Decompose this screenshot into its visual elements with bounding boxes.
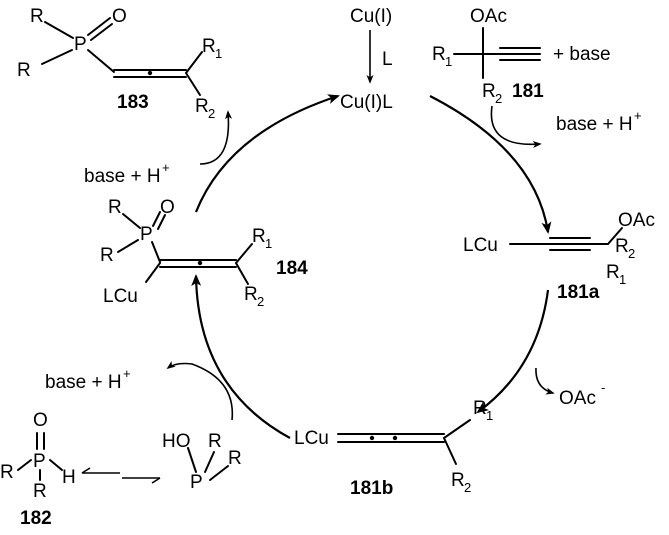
compound-181: OAc R 1 + base R 2 181: [432, 6, 611, 106]
svg-text:2: 2: [495, 91, 502, 106]
svg-text:1: 1: [215, 46, 222, 61]
svg-text:-: -: [601, 380, 605, 395]
svg-text:R: R: [108, 197, 122, 218]
svg-text:LCu: LCu: [103, 286, 138, 307]
svg-text:HO: HO: [162, 431, 191, 452]
svg-text:R: R: [0, 462, 14, 483]
svg-text:O: O: [112, 6, 127, 27]
svg-text:R: R: [228, 448, 242, 469]
plus-base-label: + base: [553, 44, 611, 65]
svg-text:R: R: [451, 470, 465, 491]
svg-text:base + H: base + H: [556, 114, 633, 135]
cycle-arrows: [191, 94, 552, 439]
svg-text:OAc: OAc: [559, 388, 596, 409]
svg-text:1: 1: [486, 408, 493, 423]
ligand-label: L: [382, 49, 393, 70]
svg-text:+: +: [634, 108, 642, 123]
compound-184: R O P R LCu R 1 R 2 184: [100, 197, 308, 309]
compound-183-number: 183: [117, 92, 149, 113]
cu-i-label: Cu(I): [350, 6, 392, 27]
svg-text:P: P: [33, 451, 46, 472]
svg-text:+: +: [162, 160, 170, 175]
compound-181a: LCu OAc R 2 R 1 181a: [463, 210, 655, 303]
oac-label: OAc: [470, 6, 507, 27]
svg-text:O: O: [160, 197, 175, 218]
lcu-label: LCu: [463, 235, 498, 256]
svg-text:R: R: [195, 96, 209, 117]
svg-text:R: R: [244, 284, 258, 305]
svg-text:P: P: [190, 472, 203, 493]
svg-text:R: R: [252, 226, 266, 247]
arc-184-to-cuil: [194, 94, 340, 213]
base-h-top-right: base + H +: [490, 105, 642, 149]
svg-text:R: R: [100, 245, 114, 266]
base-h-lower-left: base + H +: [45, 361, 234, 421]
svg-text:R: R: [432, 44, 446, 65]
compound-181-number: 181: [512, 81, 544, 102]
svg-text:O: O: [33, 410, 48, 431]
compound-184-number: 184: [276, 258, 308, 279]
equilibrium-arrows: [81, 467, 161, 484]
svg-text:base + H: base + H: [84, 166, 161, 187]
cu-i-l-label: Cu(I)L: [340, 92, 393, 113]
compound-181b-number: 181b: [350, 478, 393, 499]
svg-text:2: 2: [628, 246, 635, 261]
compound-183: R O P R R 1 R 2 183: [17, 6, 222, 121]
svg-text:P: P: [140, 224, 153, 245]
oac-leaving: OAc -: [535, 367, 605, 409]
compound-181b: LCu R 1 R 2 181b: [294, 398, 493, 499]
svg-text:2: 2: [257, 294, 264, 309]
svg-text:R: R: [202, 36, 216, 57]
svg-text:R: R: [615, 236, 629, 257]
svg-text:R: R: [208, 431, 222, 452]
svg-text:1: 1: [619, 272, 626, 287]
svg-text:R: R: [473, 398, 487, 419]
arc-cuil-to-181a: [429, 95, 552, 234]
svg-text:R: R: [30, 6, 44, 27]
arc-181b-to-184: [191, 274, 291, 439]
copper-catalyst: Cu(I) L Cu(I)L: [340, 6, 393, 113]
svg-text:R: R: [17, 60, 31, 81]
phosphinous-acid: HO R R P: [162, 431, 242, 493]
compound-182-number: 182: [20, 508, 52, 529]
svg-text:base + H: base + H: [45, 372, 122, 393]
svg-text:1: 1: [265, 236, 272, 251]
arc-181a-to-181b: [476, 289, 550, 414]
svg-text:P: P: [74, 34, 87, 55]
svg-text:2: 2: [464, 480, 471, 495]
svg-text:H: H: [62, 467, 76, 488]
svg-text:R: R: [606, 262, 620, 283]
svg-text:+: +: [123, 366, 131, 381]
svg-text:1: 1: [445, 54, 452, 69]
base-h-upper-left: base + H +: [84, 110, 233, 187]
svg-text:R: R: [33, 481, 47, 502]
compound-182: O P R R H 182: [0, 410, 76, 529]
svg-text:LCu: LCu: [294, 428, 329, 449]
svg-text:2: 2: [208, 106, 215, 121]
compound-181a-number: 181a: [557, 282, 600, 303]
svg-text:R: R: [482, 81, 496, 102]
svg-text:OAc: OAc: [618, 210, 655, 231]
